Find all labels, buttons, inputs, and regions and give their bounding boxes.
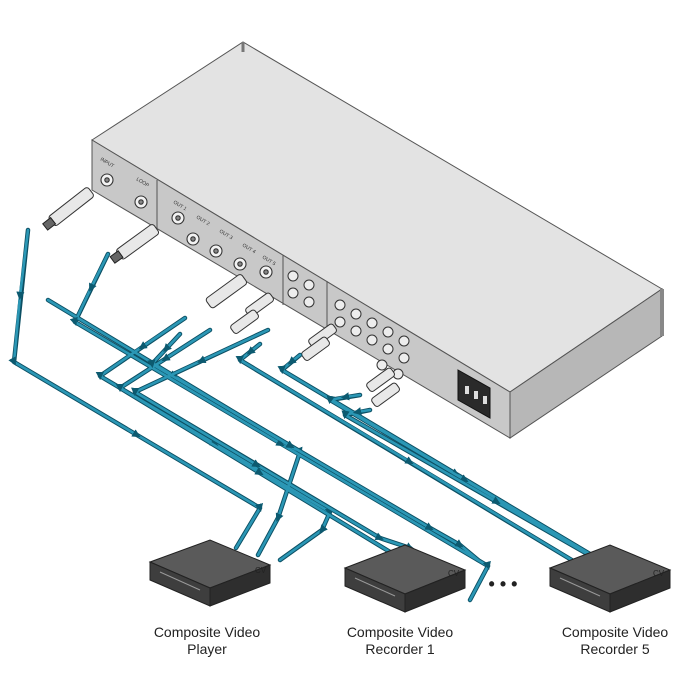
composite-video-player-device — [148, 539, 272, 607]
composite-video-recorder-5-device — [548, 544, 672, 613]
player-caption: Composite Video Player — [122, 624, 292, 658]
more-recorders-ellipsis: • • • — [488, 574, 518, 594]
player-caption-line-2: Player — [187, 641, 227, 657]
cable-out-8 — [326, 392, 602, 562]
recorder-1-caption: Composite Video Recorder 1 — [315, 624, 485, 658]
recorder-5-caption: Composite Video Recorder 5 — [530, 624, 700, 658]
player-caption-line-1: Composite Video — [153, 624, 261, 640]
recorder-5-caption-line-1: Composite Video — [561, 624, 669, 640]
recorder-5-caption-line-2: Recorder 5 — [580, 641, 650, 657]
cable-out-9 — [341, 407, 652, 592]
recorder-5-cv-label: CV — [653, 569, 665, 578]
bnc-connectors — [100, 173, 273, 279]
player-cv-label: CV — [255, 566, 267, 575]
composite-video-recorder-1-device — [343, 544, 467, 613]
recorder-1-cv-label: CV — [448, 569, 460, 578]
recorder-1-caption-line-2: Recorder 1 — [365, 641, 435, 657]
recorder-1-caption-line-1: Composite Video — [346, 624, 454, 640]
